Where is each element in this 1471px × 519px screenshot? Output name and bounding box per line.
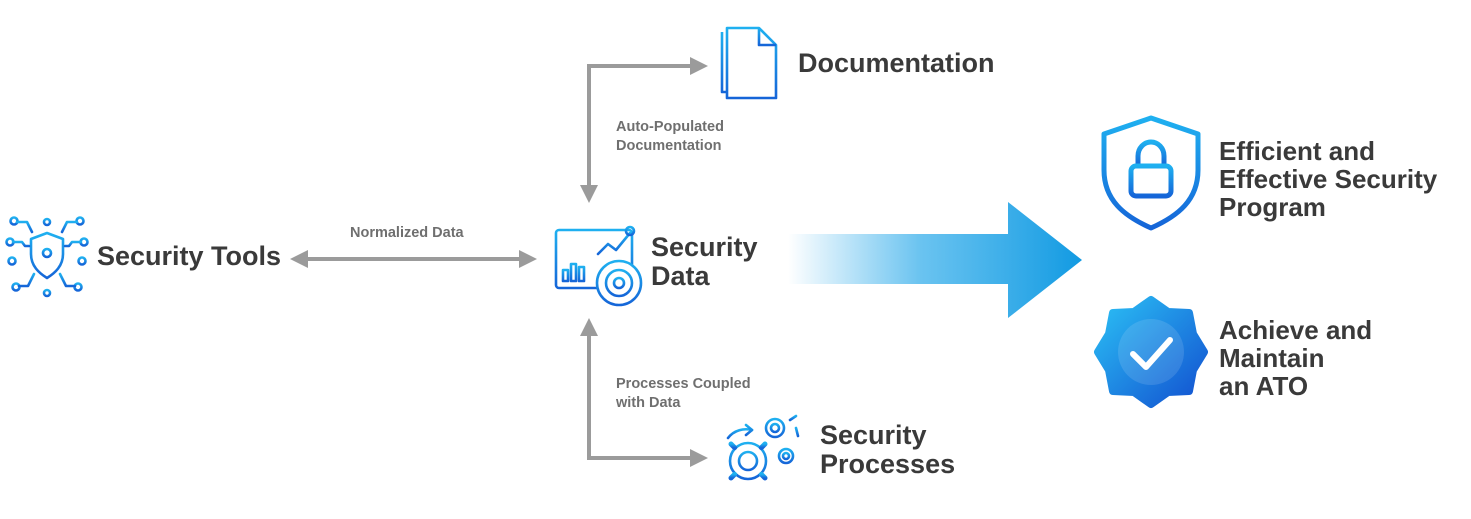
connector-normalized-data (290, 250, 537, 268)
dashboard-chart-icon (554, 225, 643, 307)
verified-badge-icon (1094, 296, 1208, 408)
circuit-shield-icon (5, 216, 89, 298)
auto-populated-caption-line-1: Auto-Populated (616, 119, 724, 135)
security-data-label-line-2: Data (651, 261, 710, 292)
ato-label-line-2: Maintain (1219, 343, 1325, 374)
ato-label-line-1: Achieve and (1219, 315, 1373, 345)
ato-label-line-3: an ATO (1219, 371, 1309, 402)
security-data-label: Security Data (651, 232, 758, 292)
ato-label: Achieve and Maintain an ATO (1219, 316, 1372, 400)
efficient-program-label-line-1: Efficient and (1219, 136, 1376, 166)
processes-coupled-caption-line-1: Processes Coupled (616, 376, 751, 392)
efficient-program-label-line-2: Effective Security (1219, 164, 1438, 195)
gradient-arrow-icon (788, 202, 1082, 318)
connector-processes-coupled (580, 318, 708, 467)
auto-populated-caption: Auto-Populated Documentation (616, 118, 724, 156)
document-icon (720, 26, 778, 100)
security-processes-label-line-1: Security (820, 420, 927, 450)
gears-icon (721, 413, 800, 488)
security-processes-label: Security Processes (820, 420, 956, 480)
security-tools-label: Security Tools (97, 241, 282, 271)
efficient-program-label: Efficient and Effective Security Program (1219, 137, 1437, 221)
shield-lock-icon (1101, 115, 1201, 231)
auto-populated-caption-line-2: Documentation (616, 137, 722, 154)
documentation-label: Documentation (798, 48, 995, 78)
security-data-label-line-1: Security (651, 232, 758, 262)
connector-auto-populated (580, 57, 708, 203)
efficient-program-label-line-3: Program (1219, 192, 1326, 223)
security-processes-label-line-2: Processes (820, 449, 956, 480)
normalized-data-caption: Normalized Data (350, 225, 464, 241)
processes-coupled-caption: Processes Coupled with Data (616, 375, 751, 413)
processes-coupled-caption-line-2: with Data (616, 394, 681, 411)
